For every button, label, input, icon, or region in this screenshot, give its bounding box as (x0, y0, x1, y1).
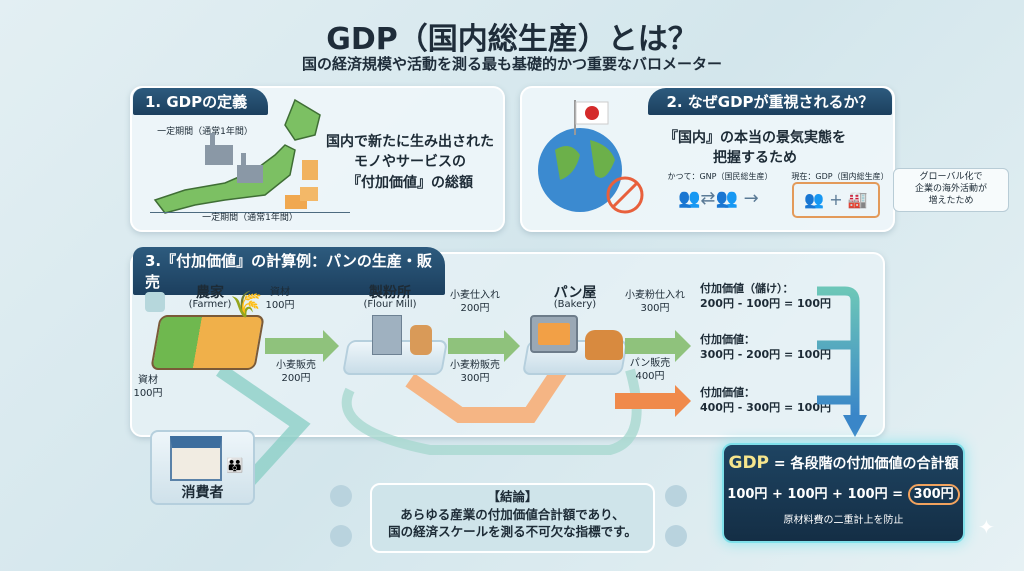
sale-label: 小麦販売 (276, 360, 316, 371)
page-subtitle: 国の経済規模や活動を測る最も基礎的かつ重要なバロメーター (301, 55, 722, 73)
japan-map-icon (153, 98, 321, 214)
oven-icon (530, 315, 578, 353)
flour-sack-icon (410, 325, 432, 355)
value-calc: 400円 - 300円 = 100円 (700, 400, 831, 414)
stage-farmer-en: (Farmer) (188, 299, 232, 310)
gnp-label: かつて：GNP（国民総生産） (667, 172, 773, 181)
farm-field-icon (150, 315, 265, 370)
value-label: 付加価値： (700, 386, 755, 399)
flow-paths (216, 364, 642, 485)
input-label: 資材 (138, 375, 158, 386)
gdp-sum: 100円 + 100円 + 100円 = (727, 487, 904, 502)
input-amount: 100円 (133, 387, 163, 399)
sale-label: パン販売 (629, 358, 671, 369)
reason-line: 『国内』の本当の景気実態を (664, 130, 846, 146)
value-label: 付加価値： (700, 333, 755, 346)
arrow-mill-to-bakery (448, 330, 520, 362)
period-label-top: 一定期間（通常1年間） (157, 127, 253, 137)
value-added-bakery: 付加価値：400円 - 300円 = 100円 (700, 386, 831, 416)
sparkle-icon: ✦ (978, 515, 995, 539)
stage-bakery-en: (Bakery) (553, 299, 597, 310)
definition-line: モノやサービスの (354, 154, 466, 171)
domestic-activity-icon: 👥 + 🏭 (792, 182, 880, 218)
sale-amount: 400円 (635, 370, 665, 382)
period-label-bottom: 一定期間（通常1年間） (150, 212, 350, 224)
callout-line: 企業の海外活動が (914, 184, 987, 195)
wheat-icon: 🌾 (230, 290, 263, 320)
value-calc: 200円 - 100円 = 100円 (700, 296, 831, 310)
gdp-total: 300円 (907, 484, 960, 505)
sale-amount: 300円 (460, 372, 490, 384)
value-added-mill: 付加価値：300円 - 200円 = 100円 (700, 333, 831, 363)
gdp-term: GDP (728, 453, 770, 473)
definition-line: 『付加価値』の総額 (347, 174, 473, 191)
materials-bag-icon (145, 292, 165, 312)
people-exchange-icon: 👥⇄👥 → (678, 188, 759, 209)
sale-label: 小麦粉販売 (450, 360, 500, 371)
callout-line: グローバル化で (919, 172, 983, 182)
gdp-label: 現在：GDP（国内総生産） (791, 172, 889, 181)
input-label: 小麦仕入れ (450, 290, 500, 301)
conclusion-title: 【結論】 (487, 489, 538, 504)
callout-line: 増えたため (928, 196, 974, 207)
gdp-definition-text: 国内で新たに生み出された モノやサービスの 『付加価値』の総額 (320, 132, 500, 193)
consumer-label: 消費者 (181, 485, 224, 501)
gdp-note: 原材料費の二重計上を防止 (783, 515, 904, 526)
stage-mill-name: 製粉所 (369, 285, 411, 301)
factory-icon (665, 525, 687, 547)
gdp-summary-box: GDP = 各段階の付加価値の合計額 100円 + 100円 + 100円 = … (722, 443, 965, 543)
sum-bracket-arrow (817, 286, 867, 437)
value-calc: 300円 - 200円 = 100円 (700, 347, 831, 361)
globalization-callout: グローバル化で 企業の海外活動が 増えたため (893, 168, 1009, 212)
input-label: 小麦粉仕入れ (625, 290, 685, 301)
input-amount: 100円 (265, 299, 295, 311)
arrow-farmer-to-mill (265, 330, 339, 362)
conclusion-line: あらゆる産業の付加価値合計額であり、 (400, 506, 625, 522)
value-added-farmer: 付加価値（儲け）：200円 - 100円 = 100円 (700, 282, 831, 312)
gdp-formula: = 各段階の付加価値の合計額 (773, 456, 959, 472)
stage-farmer-name: 農家 (196, 285, 224, 301)
factory-icon (665, 485, 687, 507)
factory-icon (330, 485, 352, 507)
factory-icon (330, 525, 352, 547)
sale-amount: 200円 (281, 372, 311, 384)
reason-line: 把握するため (713, 150, 797, 167)
bread-icon (585, 330, 623, 360)
section-definition-title: 1. GDPの定義 (133, 88, 268, 115)
stage-bakery-name: パン屋 (553, 285, 597, 301)
value-label: 付加価値（儲け）： (700, 282, 794, 295)
page-title: GDP（国内総生産）とは？ (326, 22, 698, 57)
house-icon (170, 436, 222, 481)
flour-mill-icon (372, 315, 402, 355)
section-why-title: 2. なぜGDPが重視されるか？ (648, 88, 892, 115)
input-label: 資材 (270, 287, 290, 298)
conclusion-box: 【結論】 あらゆる産業の付加価値合計額であり、 国の経済スケールを測る不可欠な指… (370, 483, 655, 553)
stage-mill-en: (Flour Mill) (363, 299, 417, 310)
input-amount: 300円 (640, 302, 670, 314)
family-icon: 👪 (226, 458, 244, 474)
conclusion-line: 国の経済スケールを測る不可欠な指標です。 (388, 524, 637, 539)
definition-line: 国内で新たに生み出された (326, 134, 494, 150)
input-amount: 200円 (460, 302, 490, 314)
why-reason-text: 『国内』の本当の景気実態を 把握するため (650, 128, 860, 169)
arrow-bakery-to-sale (625, 330, 691, 362)
arrow-bakery-to-value (615, 385, 691, 417)
globe-flag-icon (538, 100, 644, 214)
section-calc-title: 3.『付加価値』の計算例：パンの生産・販売 (133, 247, 445, 295)
